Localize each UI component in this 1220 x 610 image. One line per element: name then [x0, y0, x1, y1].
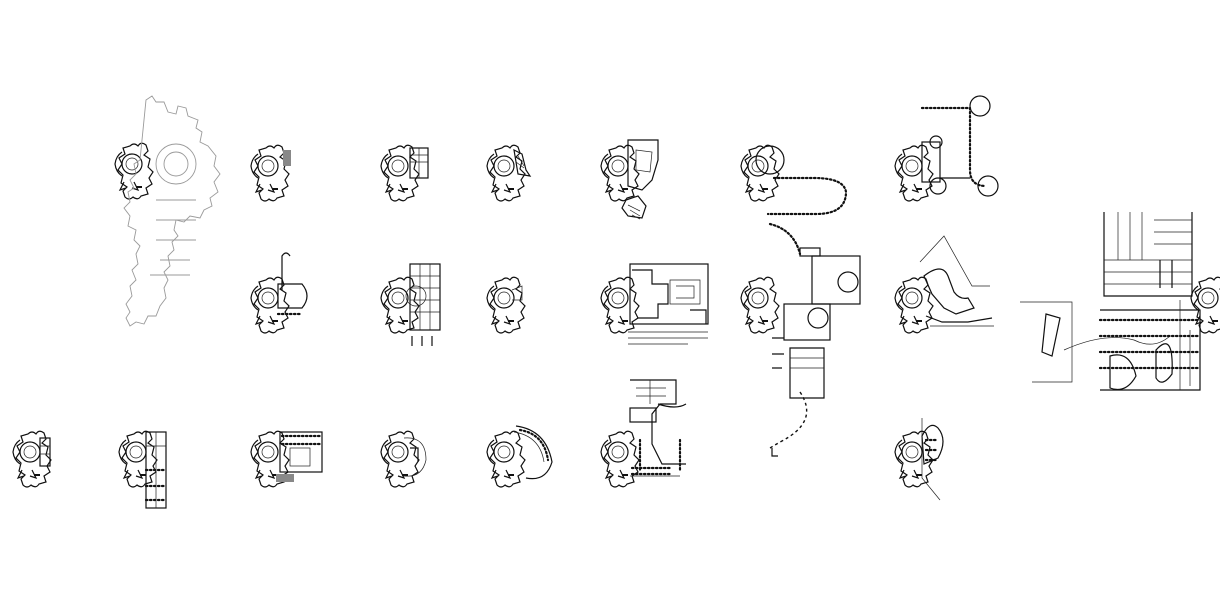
- plan-1-1: [114, 95, 221, 327]
- plan-3-1: [12, 430, 52, 488]
- plan-1-2: [250, 144, 291, 202]
- plan-3-2: [118, 430, 168, 509]
- plan-2-8: [1020, 212, 1220, 391]
- plan-3-5: [486, 425, 553, 488]
- plan-1-7: [894, 95, 999, 202]
- plan-2-6: [740, 222, 861, 457]
- plan-3-4: [380, 430, 427, 488]
- plan-2-2: [250, 252, 308, 334]
- plan-2-3: [380, 263, 441, 346]
- plan-3-3: [250, 430, 323, 488]
- plan-1-3: [380, 144, 429, 202]
- plan-2-7: [894, 235, 994, 334]
- plan-3-7: [894, 418, 944, 501]
- plan-2-4: [486, 276, 526, 334]
- plan-2-5: [600, 263, 709, 345]
- plan-1-4: [486, 144, 532, 202]
- plan-3-6: [600, 379, 687, 488]
- plan-1-6: [740, 144, 848, 216]
- plan-1-5: [600, 139, 659, 220]
